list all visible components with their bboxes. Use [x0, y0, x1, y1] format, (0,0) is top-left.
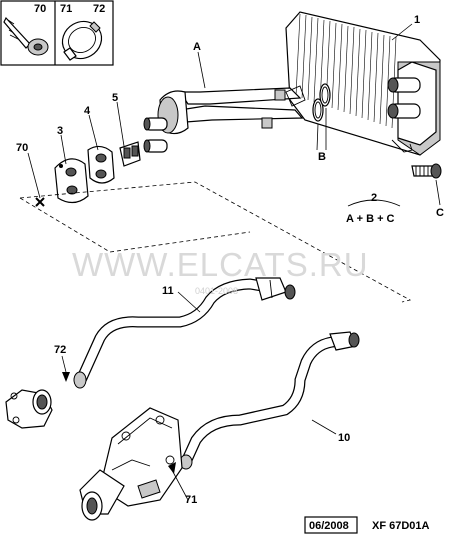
connector-pipe-A — [143, 85, 306, 153]
watermark-text: WWW.ELCATS.RU — [72, 246, 369, 283]
callout-1: 1 — [414, 14, 420, 26]
screw-70-position-icon — [35, 197, 45, 207]
fastener-legend-box: 70 71 72 — [0, 0, 114, 66]
o-ring-seals-B — [312, 83, 331, 122]
screw-70-icon — [3, 16, 49, 56]
footer-date: 06/2008 — [309, 520, 349, 532]
arrow-72 — [62, 372, 70, 382]
callout-B: B — [318, 151, 326, 163]
formula-brace — [347, 199, 401, 207]
callout-leader-lines — [27, 23, 441, 501]
callout-70: 70 — [16, 142, 28, 154]
callout-C: C — [436, 207, 444, 219]
heater-outlet-pipes — [387, 77, 421, 119]
callout-71: 71 — [185, 494, 197, 506]
thermostat-housing — [79, 407, 183, 521]
gasket-part-4 — [87, 145, 115, 184]
callout-2: 2 — [371, 192, 377, 204]
hose-part-11 — [73, 277, 296, 389]
hose-part-10 — [179, 331, 360, 470]
legend-label-70: 70 — [34, 3, 46, 15]
retaining-clip-part-5 — [119, 141, 141, 167]
footer: 06/2008 XF 67D01A — [304, 516, 430, 534]
callout-5: 5 — [112, 92, 118, 104]
footer-code: XF 67D01A — [372, 520, 430, 532]
callout-10: 10 — [338, 432, 350, 444]
formula-A-B-C: A + B + C — [346, 213, 395, 225]
callout-A: A — [193, 41, 201, 53]
watermark-small-text: 0401-2008 — [195, 286, 238, 296]
callout-3: 3 — [57, 125, 63, 137]
flange-plate-part-3 — [54, 158, 89, 204]
heater-matrix-part-1 — [285, 11, 441, 156]
callout-4: 4 — [84, 105, 91, 117]
hose-clamp-71-icon — [61, 20, 103, 61]
assembly-outline-dashed — [19, 181, 412, 303]
legend-label-71: 71 — [60, 3, 72, 15]
callout-72: 72 — [54, 344, 66, 356]
coolant-outlet-housing — [5, 389, 53, 429]
legend-label-72: 72 — [93, 3, 105, 15]
arrow-71 — [168, 462, 176, 474]
screw-C — [411, 163, 442, 179]
callout-11: 11 — [162, 285, 174, 297]
